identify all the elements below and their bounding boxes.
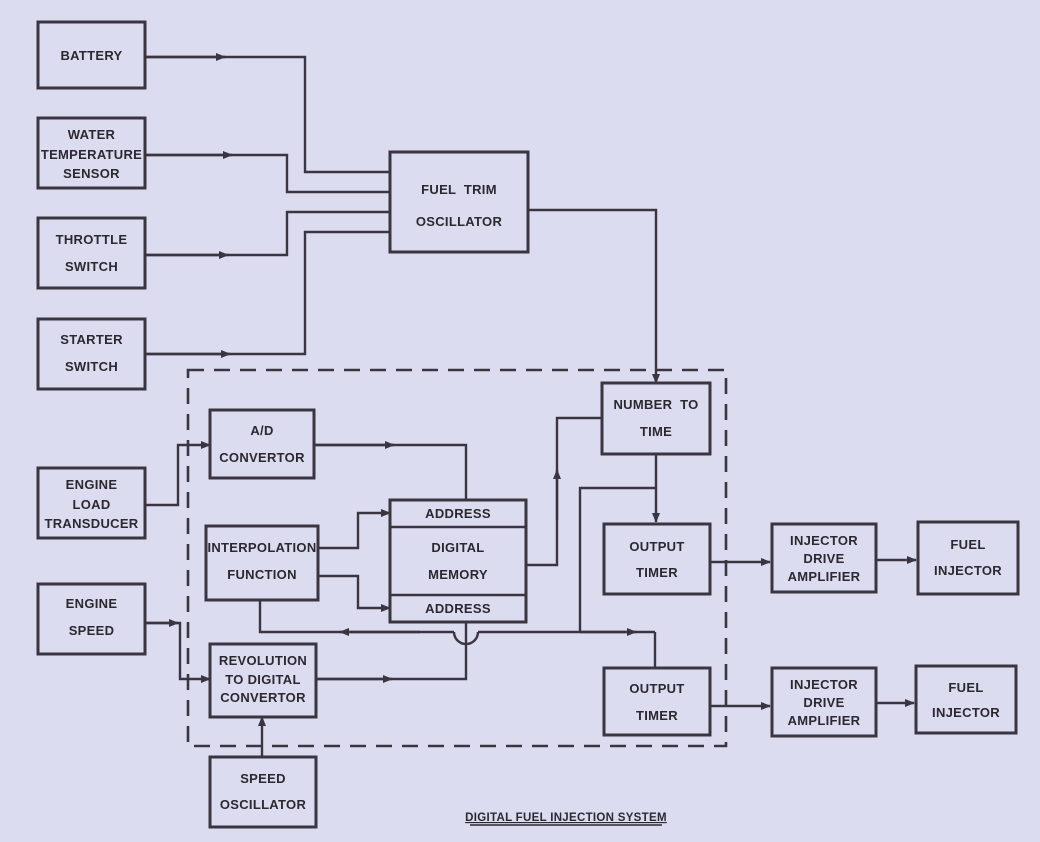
block-speed-line-1: ENGINE — [66, 596, 118, 611]
wire-crossover — [452, 631, 480, 646]
block-starter-line-1: STARTER — [60, 332, 123, 347]
block-load-line-2: LOAD — [72, 497, 110, 512]
amp2-line-3: AMPLIFIER — [788, 713, 861, 728]
amp1-line-3: AMPLIFIER — [788, 569, 861, 584]
block-output-timer-1: OUTPUT TIMER — [602, 522, 712, 596]
wire-speed-rev — [145, 621, 211, 683]
block-fuel-injector-2: FUEL INJECTOR — [914, 664, 1018, 735]
block-throttle-line-2: SWITCH — [65, 259, 118, 274]
block-ntt-line-1: NUMBER TO — [613, 397, 698, 412]
block-fuel-injector-1: FUEL INJECTOR — [916, 520, 1020, 596]
wire-interp-address-top — [318, 509, 391, 550]
rev-line-2: TO DIGITAL — [225, 672, 300, 687]
speedosc-line-1: SPEED — [240, 771, 286, 786]
ecu-boundary — [186, 368, 728, 748]
block-water-line-2: TEMPERATURE — [41, 147, 142, 162]
memory-line-1: DIGITAL — [431, 540, 484, 555]
block-ad-convertor: A/D CONVERTOR — [208, 408, 316, 480]
inj1-line-1: FUEL — [950, 537, 985, 552]
wire-rev-address — [316, 622, 468, 681]
block-battery: BATTERY — [36, 20, 147, 90]
amp1-line-1: INJECTOR — [790, 533, 858, 548]
wire-starter-fueltrim — [145, 230, 390, 356]
inj2-line-1: FUEL — [948, 680, 983, 695]
memory-line-2: MEMORY — [428, 567, 488, 582]
block-throttle-line-1: THROTTLE — [56, 232, 128, 247]
wire-ntt-branch — [578, 486, 656, 632]
block-throttle-switch: THROTTLE SWITCH — [36, 216, 147, 290]
block-ad-line-2: CONVERTOR — [219, 450, 305, 465]
amp2-line-2: DRIVE — [803, 695, 844, 710]
block-fueltrim-line-1: FUEL TRIM — [421, 182, 497, 197]
block-water-line-1: WATER — [68, 127, 116, 142]
memory-address-top: ADDRESS — [425, 506, 491, 521]
block-water-line-3: SENSOR — [63, 166, 120, 181]
wire-ad-address — [314, 443, 468, 500]
block-injector-drive-amplifier-2: INJECTOR DRIVE AMPLIFIER — [770, 666, 878, 738]
block-digital-memory: ADDRESS DIGITAL MEMORY ADDRESS — [388, 498, 528, 624]
wire-memory-numbertotime — [526, 416, 602, 567]
block-number-to-time: NUMBER TO TIME — [600, 381, 712, 456]
speedosc-line-2: OSCILLATOR — [220, 797, 307, 812]
wire-fueltrim-numbertotime — [528, 208, 660, 384]
block-output-timer-2: OUTPUT TIMER — [602, 666, 712, 737]
inj2-line-2: INJECTOR — [932, 705, 1000, 720]
block-fueltrim-line-2: OSCILLATOR — [416, 214, 503, 229]
amp2-line-1: INJECTOR — [790, 677, 858, 692]
timer2-line-2: TIMER — [636, 708, 678, 723]
block-engine-speed: ENGINE SPEED — [36, 582, 147, 656]
block-load-line-3: TRANSDUCER — [45, 516, 139, 531]
timer1-line-1: OUTPUT — [629, 539, 684, 554]
connections — [145, 53, 917, 757]
block-revolution-to-digital-convertor: REVOLUTION TO DIGITAL CONVERTOR — [208, 642, 318, 719]
block-fuel-trim-oscillator: FUEL TRIM OSCILLATOR — [388, 150, 530, 254]
inj1-line-2: INJECTOR — [934, 563, 1002, 578]
block-interp-line-2: FUNCTION — [227, 567, 297, 582]
block-ntt-line-2: TIME — [640, 424, 672, 439]
block-water-temperature-sensor: WATER TEMPERATURE SENSOR — [36, 116, 147, 190]
rev-line-1: REVOLUTION — [219, 653, 307, 668]
wire-throttle-fueltrim — [145, 210, 390, 257]
block-starter-switch: STARTER SWITCH — [36, 317, 147, 391]
wire-load-ad — [145, 441, 211, 507]
timer1-line-2: TIMER — [636, 565, 678, 580]
block-speed-oscillator: SPEED OSCILLATOR — [208, 755, 318, 829]
block-engine-load-transducer: ENGINE LOAD TRANSDUCER — [36, 466, 147, 540]
timer2-line-1: OUTPUT — [629, 681, 684, 696]
diagram-title: DIGITAL FUEL INJECTION SYSTEM — [465, 812, 667, 824]
wire-water-fueltrim — [145, 153, 390, 194]
block-interpolation-function: INTERPOLATION FUNCTION — [204, 524, 320, 602]
block-interp-line-1: INTERPOLATION — [207, 540, 316, 555]
block-ad-line-1: A/D — [250, 423, 273, 438]
memory-address-bottom: ADDRESS — [425, 601, 491, 616]
block-load-line-1: ENGINE — [66, 477, 118, 492]
block-starter-line-2: SWITCH — [65, 359, 118, 374]
amp1-line-2: DRIVE — [803, 551, 844, 566]
block-battery-label: BATTERY — [60, 48, 122, 63]
block-speed-line-2: SPEED — [69, 623, 115, 638]
wire-interp-address-bottom — [318, 574, 391, 612]
block-injector-drive-amplifier-1: INJECTOR DRIVE AMPLIFIER — [770, 522, 878, 594]
rev-line-3: CONVERTOR — [220, 690, 306, 705]
